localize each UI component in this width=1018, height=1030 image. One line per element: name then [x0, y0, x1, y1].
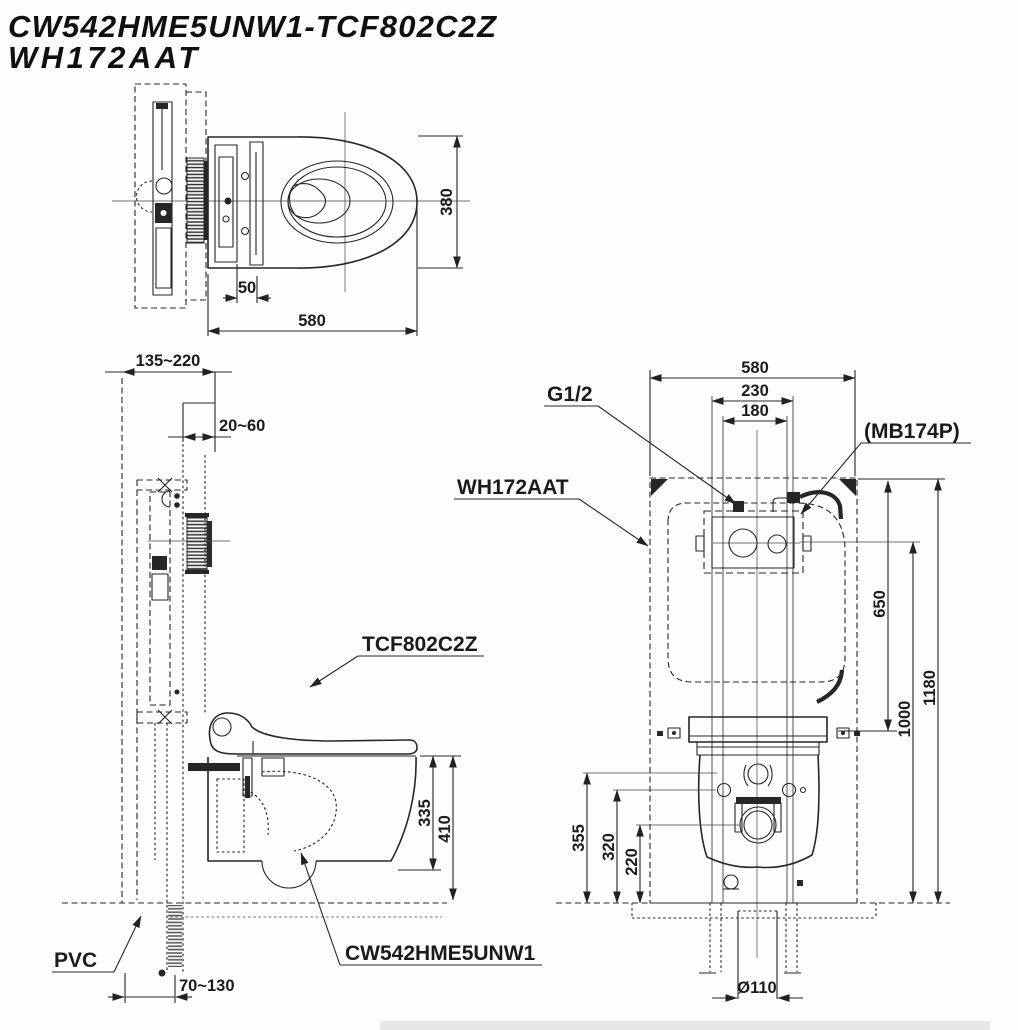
pvc-pipe-hatch — [168, 905, 182, 967]
dim-frame-height-label: 1180 — [921, 670, 939, 706]
stop-valve-label: (MB174P) — [864, 420, 960, 443]
scan-artifact — [380, 1021, 990, 1030]
supply-label: G1/2 — [547, 383, 593, 406]
leader-pvc: PVC — [52, 915, 142, 973]
leader-supply: G1/2 — [544, 383, 737, 505]
dim-top-height: 410 — [436, 755, 457, 901]
bowl-label: CW542HME5UNW1 — [345, 942, 536, 965]
dim-frame-width-label: 580 — [741, 359, 769, 377]
dim-hinge-offset: 50 — [223, 264, 271, 303]
front-view: 580 230 180 G1/2 (MB174P) WH172AAT — [454, 359, 971, 1002]
title-block: CW542HME5UNW1-TCF802C2Z WH172AAT — [8, 9, 497, 75]
leader-frame: WH172AAT — [454, 476, 649, 547]
dim-bolt-span-inner: 180 — [722, 402, 788, 425]
front-view-toilet — [657, 716, 860, 890]
dim-tank-height-label: 1000 — [896, 701, 914, 738]
top-view-wall-frame — [134, 83, 208, 309]
dim-rim-height: 335 — [398, 755, 461, 871]
dim-bolt-span-inner-label: 180 — [741, 402, 769, 420]
side-view-frame — [136, 444, 230, 977]
dim-fixing-height: 355 — [570, 772, 717, 904]
frame-label: WH172AAT — [457, 476, 569, 499]
pvc-label: PVC — [54, 949, 97, 972]
side-sleeve-hatch — [186, 516, 208, 571]
supply-hose-lower — [816, 669, 845, 704]
dim-supply-height-label: 650 — [871, 590, 889, 618]
below-floor-pipes — [699, 903, 801, 999]
dim-top-height-label: 410 — [436, 815, 454, 843]
top-view-toilet — [207, 136, 418, 269]
dim-panel-gap-label: 20~60 — [219, 417, 265, 435]
dim-rim-height-label: 335 — [416, 799, 434, 827]
dim-frame-width: 580 — [649, 359, 856, 476]
dim-bolt-span-outer: 230 — [711, 382, 794, 405]
dim-supply-height: 650 — [838, 480, 897, 732]
dim-top-width: 580 — [207, 206, 418, 336]
dim-wall-depth: 135~220 — [105, 352, 232, 452]
dim-drain-offset: 70~130 — [108, 973, 235, 1003]
dim-inlet-height-label: 320 — [600, 833, 618, 861]
top-view: 380 50 580 — [112, 83, 470, 336]
seat-unit-label: TCF802C2Z — [362, 633, 478, 656]
dim-bolt-span-outer-label: 230 — [741, 382, 769, 400]
dim-frame-height: 1180 — [921, 478, 942, 904]
dim-drain-height-label: 220 — [623, 848, 641, 876]
dim-top-depth-label: 380 — [438, 188, 456, 216]
water-spot — [288, 183, 327, 219]
dim-panel-gap: 20~60 — [168, 402, 265, 442]
dim-drain-height: 220 — [623, 824, 740, 904]
dim-tank-height: 1000 — [800, 541, 920, 904]
dim-inlet-height: 320 — [600, 789, 716, 904]
dim-drain-diameter: Ø110 — [712, 979, 803, 1002]
supply-hose-upper — [799, 490, 844, 520]
dim-wall-depth-label: 135~220 — [136, 352, 201, 370]
leader-seat-unit: TCF802C2Z — [309, 633, 484, 688]
title-line-1: CW542HME5UNW1-TCF802C2Z — [8, 9, 497, 44]
side-view-toilet — [188, 712, 418, 889]
dim-drain-offset-label: 70~130 — [179, 977, 235, 995]
dim-top-width-label: 580 — [298, 312, 326, 330]
front-view-frame — [649, 477, 858, 904]
wall-sleeve-hatch — [186, 157, 205, 244]
cistern-tank — [695, 490, 845, 704]
leader-stop-valve: (MB174P) — [800, 420, 971, 515]
leader-bowl: CW542HME5UNW1 — [300, 852, 542, 966]
dim-fixing-height-label: 355 — [570, 824, 588, 852]
dim-top-depth: 380 — [418, 135, 463, 269]
title-line-2: WH172AAT — [8, 40, 201, 75]
dim-drain-diameter-label: Ø110 — [737, 979, 776, 997]
dim-hinge-offset-label: 50 — [238, 279, 256, 297]
side-view: 135~220 20~60 — [52, 352, 542, 1003]
